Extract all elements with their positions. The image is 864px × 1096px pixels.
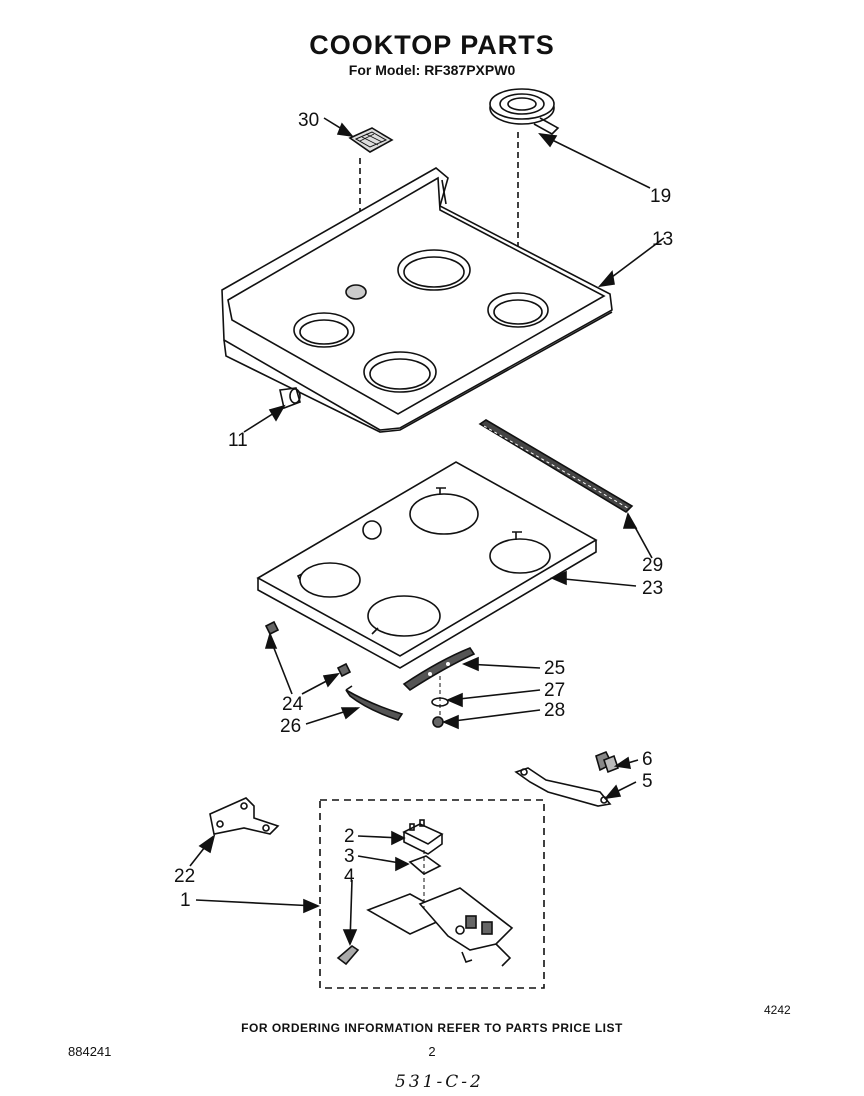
- callout-25: 25: [544, 658, 565, 679]
- callout-1: 1: [180, 890, 191, 911]
- leader-1: [195, 899, 317, 907]
- callout-13: 13: [652, 229, 673, 250]
- leader-19: [539, 133, 651, 189]
- callout-28: 28: [544, 700, 565, 721]
- callout-29: 29: [642, 555, 663, 576]
- callout-19: 19: [650, 186, 671, 207]
- part-24-clips: [264, 620, 352, 678]
- callout-24: 24: [282, 694, 304, 715]
- callout-6: 6: [642, 749, 653, 770]
- part-1-assembly-box: [319, 799, 545, 989]
- part-19-surface-element: [489, 88, 560, 135]
- page-title: COOKTOP PARTS: [309, 30, 555, 60]
- part-23-burner-box: [256, 461, 598, 669]
- burner-opening-front-left: [293, 312, 355, 348]
- callout-3: 3: [344, 846, 355, 867]
- part-22-bracket: [209, 797, 280, 835]
- leader-23: [553, 577, 637, 587]
- terminal-block-assembly: [366, 850, 514, 967]
- part-code: 884241: [68, 1044, 112, 1059]
- leader-27: [449, 689, 541, 701]
- part-13-cooktop: [221, 167, 613, 433]
- callout-5: 5: [642, 771, 653, 792]
- callout-30: 30: [298, 110, 319, 131]
- callout-2: 2: [344, 826, 355, 847]
- part-28-nut: [432, 716, 444, 728]
- handwritten-note: 531-C-2: [395, 1072, 484, 1092]
- figure-number: 4242: [764, 1003, 791, 1017]
- page-number: 2: [428, 1044, 436, 1059]
- part-25-bracket: [402, 647, 476, 692]
- burner-opening-back-right: [487, 292, 549, 328]
- part-5-bracket: [514, 767, 612, 807]
- part-29-strip: [478, 419, 634, 514]
- leader-28: [445, 709, 541, 723]
- part-26-bracket: [345, 685, 404, 721]
- callout-26: 26: [280, 716, 301, 737]
- part-6-clip: [595, 750, 619, 774]
- model-subtitle: For Model: RF387PXPW0: [348, 62, 516, 78]
- burner-opening-front-right: [363, 351, 437, 393]
- callout-4: 4: [344, 866, 355, 887]
- ordering-note: FOR ORDERING INFORMATION REFER TO PARTS …: [241, 1021, 623, 1035]
- part-3-plate: [408, 855, 442, 875]
- burner-opening-back-left: [397, 249, 471, 291]
- part-30-grate: [348, 127, 394, 153]
- part-4-insulator: [336, 944, 360, 966]
- part-2-switch: [402, 819, 444, 855]
- part-11-bumper: [279, 387, 301, 410]
- callout-27: 27: [544, 680, 565, 701]
- callout-23: 23: [642, 578, 663, 599]
- callout-11: 11: [228, 430, 248, 451]
- callout-22: 22: [174, 866, 195, 887]
